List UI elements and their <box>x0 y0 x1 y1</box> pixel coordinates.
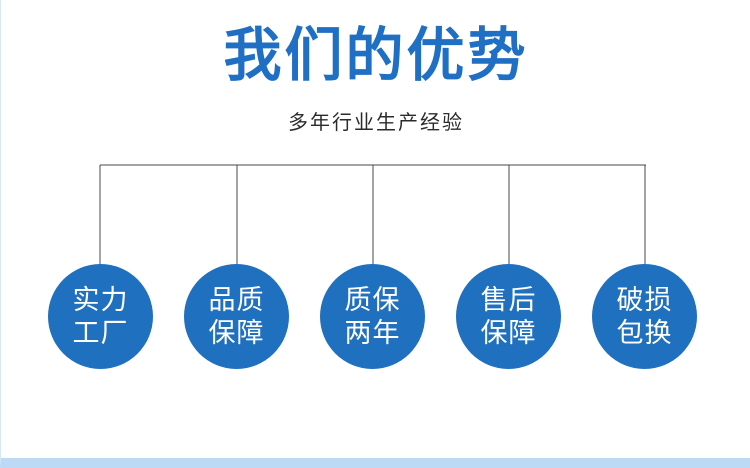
advantage-circle-5-line2: 包换 <box>616 317 673 348</box>
advantage-circle-5[interactable]: 破损 包换 <box>592 264 697 369</box>
advantage-circle-1[interactable]: 实力 工厂 <box>48 264 153 369</box>
advantage-circle-5-line1: 破损 <box>616 284 673 315</box>
advantage-circle-4-line1: 售后 <box>480 284 537 315</box>
advantage-circle-4[interactable]: 售后 保障 <box>456 264 561 369</box>
advantage-circle-2-line1: 品质 <box>208 284 265 315</box>
advantage-circle-3[interactable]: 质保 两年 <box>320 264 425 369</box>
advantage-circle-1-line1: 实力 <box>72 284 129 315</box>
advantage-circle-2[interactable]: 品质 保障 <box>184 264 289 369</box>
advantage-circle-3-line2: 两年 <box>344 317 401 348</box>
advantage-circle-2-line2: 保障 <box>208 317 265 348</box>
advantage-circle-1-line2: 工厂 <box>72 317 129 348</box>
advantage-circle-3-line1: 质保 <box>344 284 401 315</box>
page-title: 我们的优势 <box>223 23 529 88</box>
page-subtitle: 多年行业生产经验 <box>288 112 464 134</box>
advantage-circle-4-line2: 保障 <box>480 317 537 348</box>
